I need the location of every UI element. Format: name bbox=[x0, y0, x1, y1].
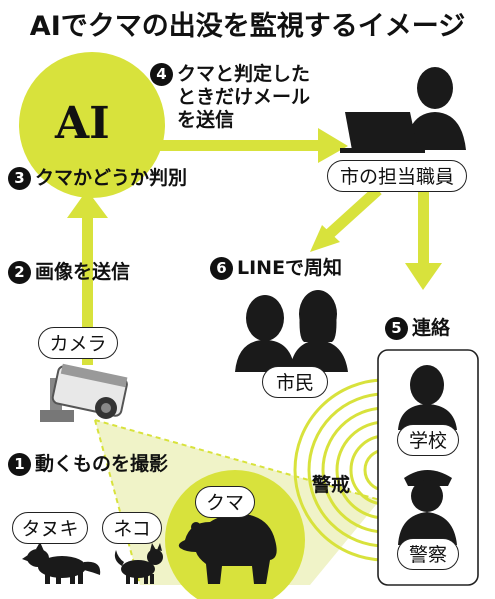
arrow-ai-to-staff bbox=[160, 128, 348, 163]
step-4-line3: を送信 bbox=[177, 109, 235, 131]
step-3-text: クマかどうか判別 bbox=[35, 167, 188, 189]
cat-label: ネコ bbox=[102, 512, 162, 544]
step-2-number: 2 bbox=[8, 261, 31, 284]
tanuki-label: タヌキ bbox=[12, 512, 88, 544]
citizen-icons bbox=[235, 290, 348, 372]
arrow-camera-to-ai bbox=[67, 190, 108, 365]
alert-label: 警戒 bbox=[312, 474, 351, 496]
step-5-text: 連絡 bbox=[412, 317, 451, 339]
citizens-label: 市民 bbox=[262, 366, 328, 398]
cat-icon bbox=[114, 543, 163, 584]
arrow-staff-to-citizens bbox=[310, 185, 382, 252]
staff-label: 市の担当職員 bbox=[327, 160, 467, 192]
step-1-number: 1 bbox=[8, 453, 31, 476]
page-title: AIでクマの出没を監視するイメージ bbox=[29, 11, 466, 42]
bear-icon bbox=[178, 514, 277, 584]
step-4-number: 4 bbox=[150, 63, 173, 86]
step-1-text: 動くものを撮影 bbox=[35, 453, 169, 475]
camera-label: カメラ bbox=[38, 327, 118, 359]
step-4-line1: クマと判定した bbox=[177, 63, 311, 85]
ai-label: AI bbox=[55, 98, 110, 149]
step-3-number: 3 bbox=[8, 167, 31, 190]
contacts-box bbox=[377, 349, 479, 586]
step-5-number: 5 bbox=[385, 317, 408, 340]
raccoon-dog-icon bbox=[22, 542, 101, 584]
laptop-icon bbox=[340, 112, 425, 153]
police-person-icon bbox=[398, 470, 457, 545]
bear-label: クマ bbox=[195, 486, 255, 518]
school-label: 学校 bbox=[397, 424, 459, 456]
step-6-number: 6 bbox=[210, 257, 233, 280]
staff-icon bbox=[405, 67, 466, 150]
police-label: 警察 bbox=[397, 538, 459, 570]
step-6-text: LINEで周知 bbox=[237, 257, 343, 279]
camera-icon bbox=[40, 363, 128, 422]
ai-circle-icon bbox=[19, 52, 165, 198]
step-4-line2: ときだけメール bbox=[177, 86, 311, 108]
school-person-icon bbox=[398, 365, 457, 430]
step-2-text: 画像を送信 bbox=[35, 261, 131, 283]
arrow-staff-to-contacts bbox=[405, 190, 442, 290]
